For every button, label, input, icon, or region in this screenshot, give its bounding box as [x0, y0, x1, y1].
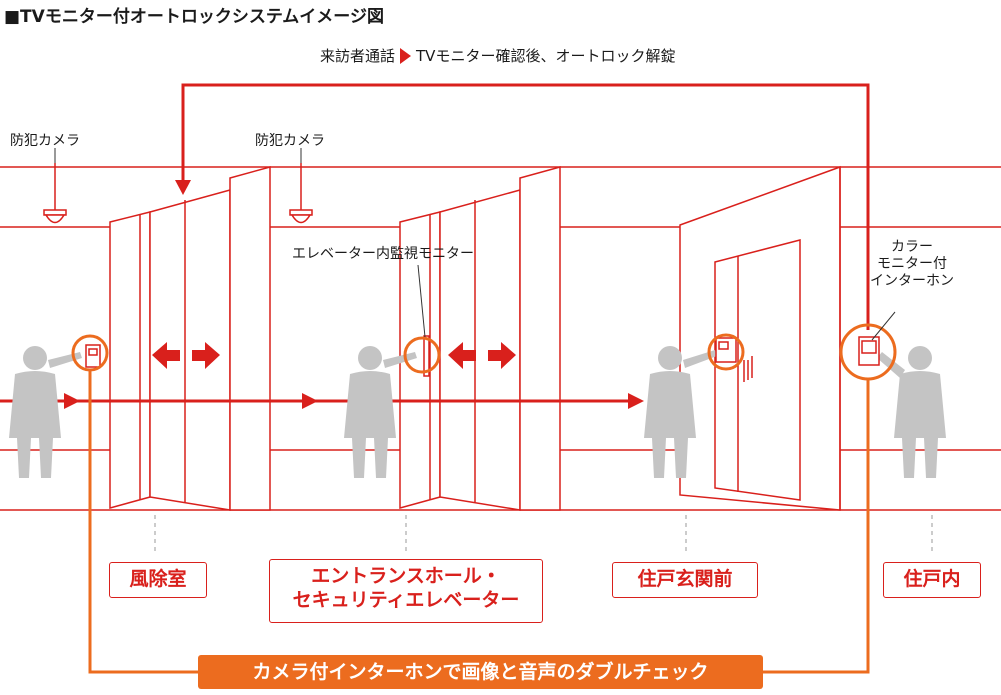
intercom-panel-icon	[85, 335, 880, 377]
security-camera-icon	[289, 163, 313, 224]
person-figure	[9, 346, 82, 478]
sliding-door-arrow-icon	[152, 342, 516, 369]
zone-dividers	[154, 515, 933, 555]
vestibule-doors	[109, 166, 271, 511]
camera-label: 防犯カメラ	[10, 133, 80, 149]
zone-entrance-line: エントランスホール・	[311, 565, 501, 587]
leader-lines	[54, 148, 896, 341]
unlock-route-line	[181, 83, 870, 330]
flow-caption-right: TVモニター確認後、オートロック解錠	[416, 47, 676, 65]
entrance-doors	[399, 166, 561, 511]
intercom-label: カラー モニター付 インターホン	[870, 239, 954, 290]
flow-arrow-icon	[400, 47, 412, 64]
unlock-arrow-icon	[175, 180, 191, 195]
double-check-banner: カメラ付インターホンで画像と音声のダブルチェック	[198, 655, 763, 689]
double-check-route-line	[88, 370, 870, 674]
flow-caption-left: 来訪者通話	[320, 47, 396, 65]
camera-label: 防犯カメラ	[255, 133, 325, 149]
page-title: ■TVモニター付オートロックシステムイメージ図	[4, 7, 384, 27]
intercom-label-line: インターホン	[870, 273, 954, 289]
zone-vestibule: 風除室	[109, 562, 207, 598]
highlight-circle	[71, 323, 897, 381]
security-camera-icon	[43, 163, 67, 224]
intercom-label-line: モニター付	[877, 256, 947, 272]
person-figure	[344, 346, 417, 478]
resident-figure	[877, 346, 946, 478]
zone-entrance-line: セキュリティエレベーター	[292, 589, 520, 611]
route-arrow-icon	[64, 393, 644, 409]
flow-caption: 来訪者通話 TVモニター確認後、オートロック解錠	[320, 45, 675, 66]
intercom-label-line: カラー	[891, 239, 933, 255]
zone-entrance: エントランスホール・ セキュリティエレベーター	[269, 559, 543, 623]
zone-door-front: 住戸玄関前	[612, 562, 758, 598]
dwelling-door	[679, 165, 841, 511]
zone-inside: 住戸内	[883, 562, 981, 598]
elevator-monitor-label: エレベーター内監視モニター	[292, 246, 474, 262]
